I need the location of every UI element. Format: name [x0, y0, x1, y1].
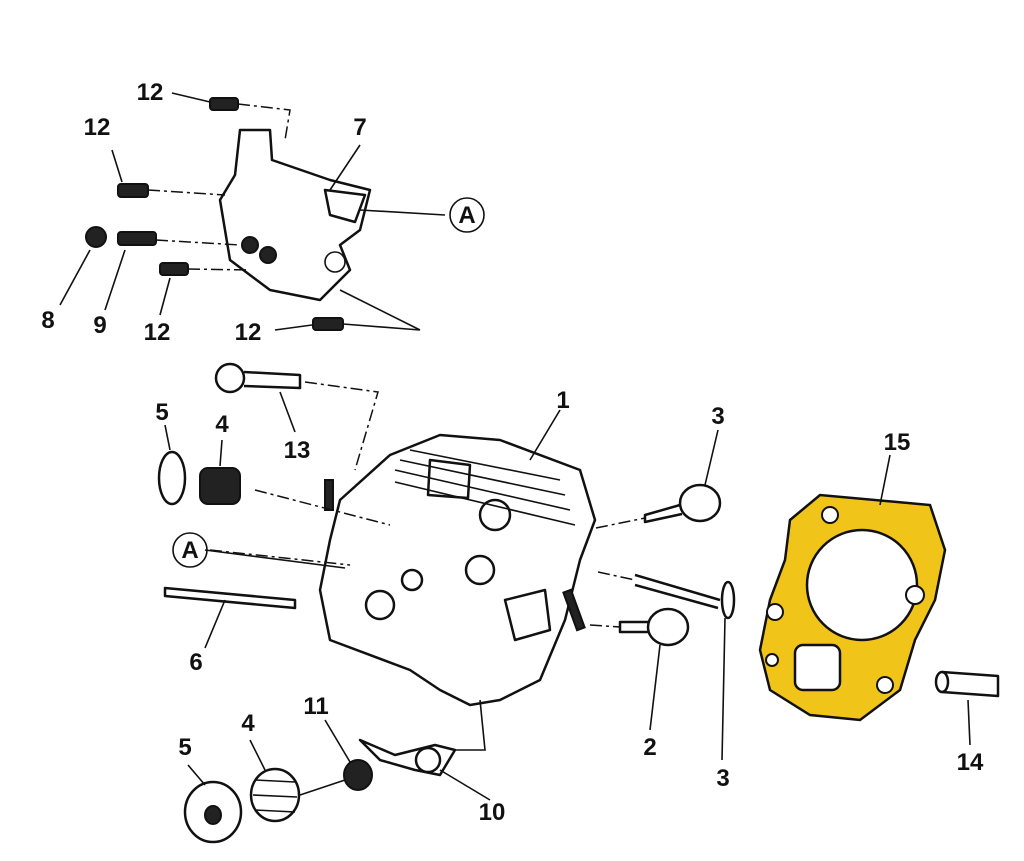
callout-5: 5: [178, 734, 191, 761]
cylinder-head: [318, 433, 597, 707]
callout-4: 4: [215, 411, 229, 438]
callout-13: 13: [284, 437, 311, 464]
callout-14: 14: [957, 749, 984, 776]
reference-circle-a: [449, 197, 485, 233]
callout-2: 2: [643, 734, 656, 761]
callout-4: 4: [241, 710, 255, 737]
callout-10: 10: [479, 799, 506, 826]
bolt-13: [214, 362, 302, 394]
callout-1: 1: [556, 387, 569, 414]
callout-12: 12: [137, 79, 164, 106]
callout-12: 12: [84, 114, 111, 141]
valves: [618, 483, 736, 647]
callout-15: 15: [884, 429, 911, 456]
callout-7: 7: [353, 114, 366, 141]
dowel-pin-14: [934, 670, 1000, 698]
spring-4-upper: [199, 467, 241, 505]
callout-12: 12: [235, 319, 262, 346]
callout-12: 12: [144, 319, 171, 346]
callout-9: 9: [93, 312, 106, 339]
callout-11: 11: [303, 693, 328, 720]
head-gasket: [758, 493, 947, 722]
bolts-12: [85, 97, 344, 331]
retainer-5-upper: [157, 450, 187, 506]
lower-parts: [183, 738, 457, 844]
callout-3: 3: [711, 403, 724, 430]
callout-a: A: [181, 537, 198, 564]
rocker-bracket: [218, 128, 372, 302]
push-rod-6: [163, 586, 297, 610]
callout-3: 3: [716, 765, 729, 792]
callout-5: 5: [155, 399, 168, 426]
callout-6: 6: [189, 649, 202, 676]
callout-a: A: [458, 202, 475, 229]
callout-8: 8: [41, 307, 54, 334]
